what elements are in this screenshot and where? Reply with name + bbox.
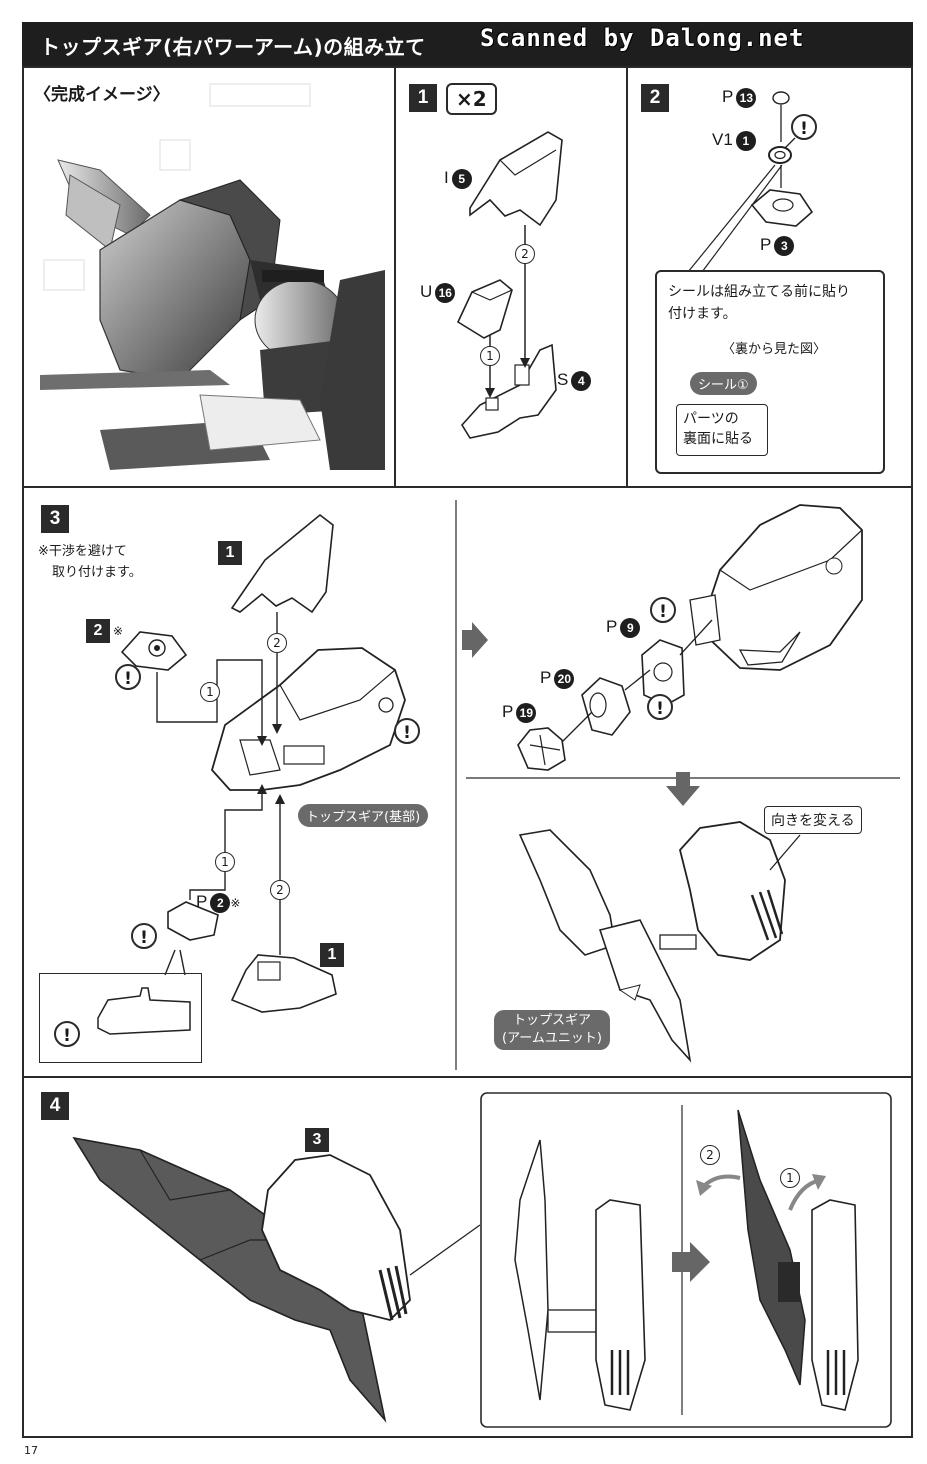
- step-3-order-2-top: 2: [267, 633, 287, 653]
- step-2-callout-text-1: シールは組み立てる前に貼り: [668, 284, 850, 300]
- part-p19-number: 19: [516, 702, 537, 723]
- step-2-back-view-title: 〈裏から見た図〉: [722, 342, 827, 357]
- complete-image-title: 〈完成イメージ〉: [34, 85, 170, 104]
- arm-unit-line-2: (アームユニット): [502, 1031, 602, 1046]
- part-s-letter: S: [557, 370, 569, 389]
- step-4-order-2: 2: [700, 1145, 720, 1165]
- step-1-order-1: 1: [480, 346, 500, 366]
- step-4-ref-3: 3: [305, 1128, 329, 1152]
- step-3-zoom-box: [39, 973, 202, 1063]
- panel-step1: [394, 66, 628, 488]
- page-title: トップスギア(右パワーアーム)の組み立て: [40, 35, 426, 59]
- step-3-badge: 3: [41, 505, 69, 533]
- part-v1-number: 1: [735, 130, 756, 151]
- step-3-ref-2-mark: ※: [113, 624, 124, 638]
- step-3-caution-base: !: [394, 718, 420, 744]
- step-3-note-line-2: 取り付けます。: [52, 565, 142, 580]
- watermark-text: Scanned by Dalong.net: [480, 24, 805, 52]
- step-3-caution-part2: !: [115, 664, 141, 690]
- step-2-seal-label: シール①: [690, 372, 757, 395]
- part-i-number: 5: [451, 168, 472, 189]
- part-s-number: 4: [571, 370, 592, 391]
- step-1-multiplier: ×2: [446, 83, 497, 115]
- part-p3-letter: P: [760, 235, 772, 254]
- step-3-caution-p9: !: [650, 597, 676, 623]
- step-3-order-1-top: 1: [200, 682, 220, 702]
- part-p2-mark: ※: [230, 896, 241, 910]
- step-3-order-1-bottom: 1: [215, 852, 235, 872]
- step-4-badge: 4: [41, 1092, 69, 1120]
- part-p3-number: 3: [774, 235, 795, 256]
- step-2-caution-icon: !: [791, 114, 817, 140]
- part-i-letter: I: [444, 168, 449, 187]
- step-3-note-line-1: ※干渉を避けて: [38, 544, 127, 559]
- step-3-turn-note: 向きを変える: [764, 806, 862, 834]
- panel-complete-image: [22, 66, 396, 488]
- page-number: 17: [24, 1444, 38, 1457]
- part-p19-letter: P: [502, 702, 514, 721]
- part-p13-number: 13: [736, 87, 757, 108]
- part-p9-letter: P: [606, 617, 618, 636]
- step-3-caution-zoom: !: [54, 1021, 80, 1047]
- step-4-order-1: 1: [780, 1168, 800, 1188]
- step-2-parts-note-line-1: パーツの: [683, 411, 739, 427]
- step-3-base-label: トップスギア(基部): [298, 804, 429, 827]
- part-u-number: 16: [435, 282, 456, 303]
- step-1-badge: 1: [409, 84, 437, 112]
- step-3-arm-unit-label: トップスギア (アームユニット): [494, 1010, 610, 1050]
- step-3-caution-p20: !: [647, 694, 673, 720]
- part-p20-letter: P: [540, 668, 552, 687]
- panel-step4: [22, 1076, 913, 1438]
- step-1-order-2: 2: [515, 244, 535, 264]
- step-3-order-2-bottom: 2: [270, 880, 290, 900]
- part-p13-letter: P: [722, 87, 734, 106]
- page-header: トップスギア(右パワーアーム)の組み立て Scanned by Dalong.n…: [22, 22, 913, 66]
- step-2-parts-note-line-2: 裏面に貼る: [683, 431, 753, 447]
- arm-unit-line-1: トップスギア: [512, 1013, 591, 1028]
- step-3-ref-2: 2: [86, 619, 110, 643]
- step-2-callout-text-2: 付けます。: [668, 306, 737, 322]
- part-p2-letter: P: [196, 892, 208, 911]
- step-3-ref-1-top: 1: [218, 541, 242, 565]
- part-p9-number: 9: [620, 617, 641, 638]
- step-3-ref-1-bottom: 1: [320, 943, 344, 967]
- part-p2-number: 2: [210, 892, 231, 913]
- step-2-parts-note: パーツの 裏面に貼る: [676, 404, 768, 456]
- part-v1-letter: V1: [712, 130, 733, 149]
- part-p20-number: 20: [554, 668, 575, 689]
- step-3-caution-p2: !: [131, 923, 157, 949]
- step-2-badge: 2: [641, 84, 669, 112]
- part-u-letter: U: [420, 282, 433, 301]
